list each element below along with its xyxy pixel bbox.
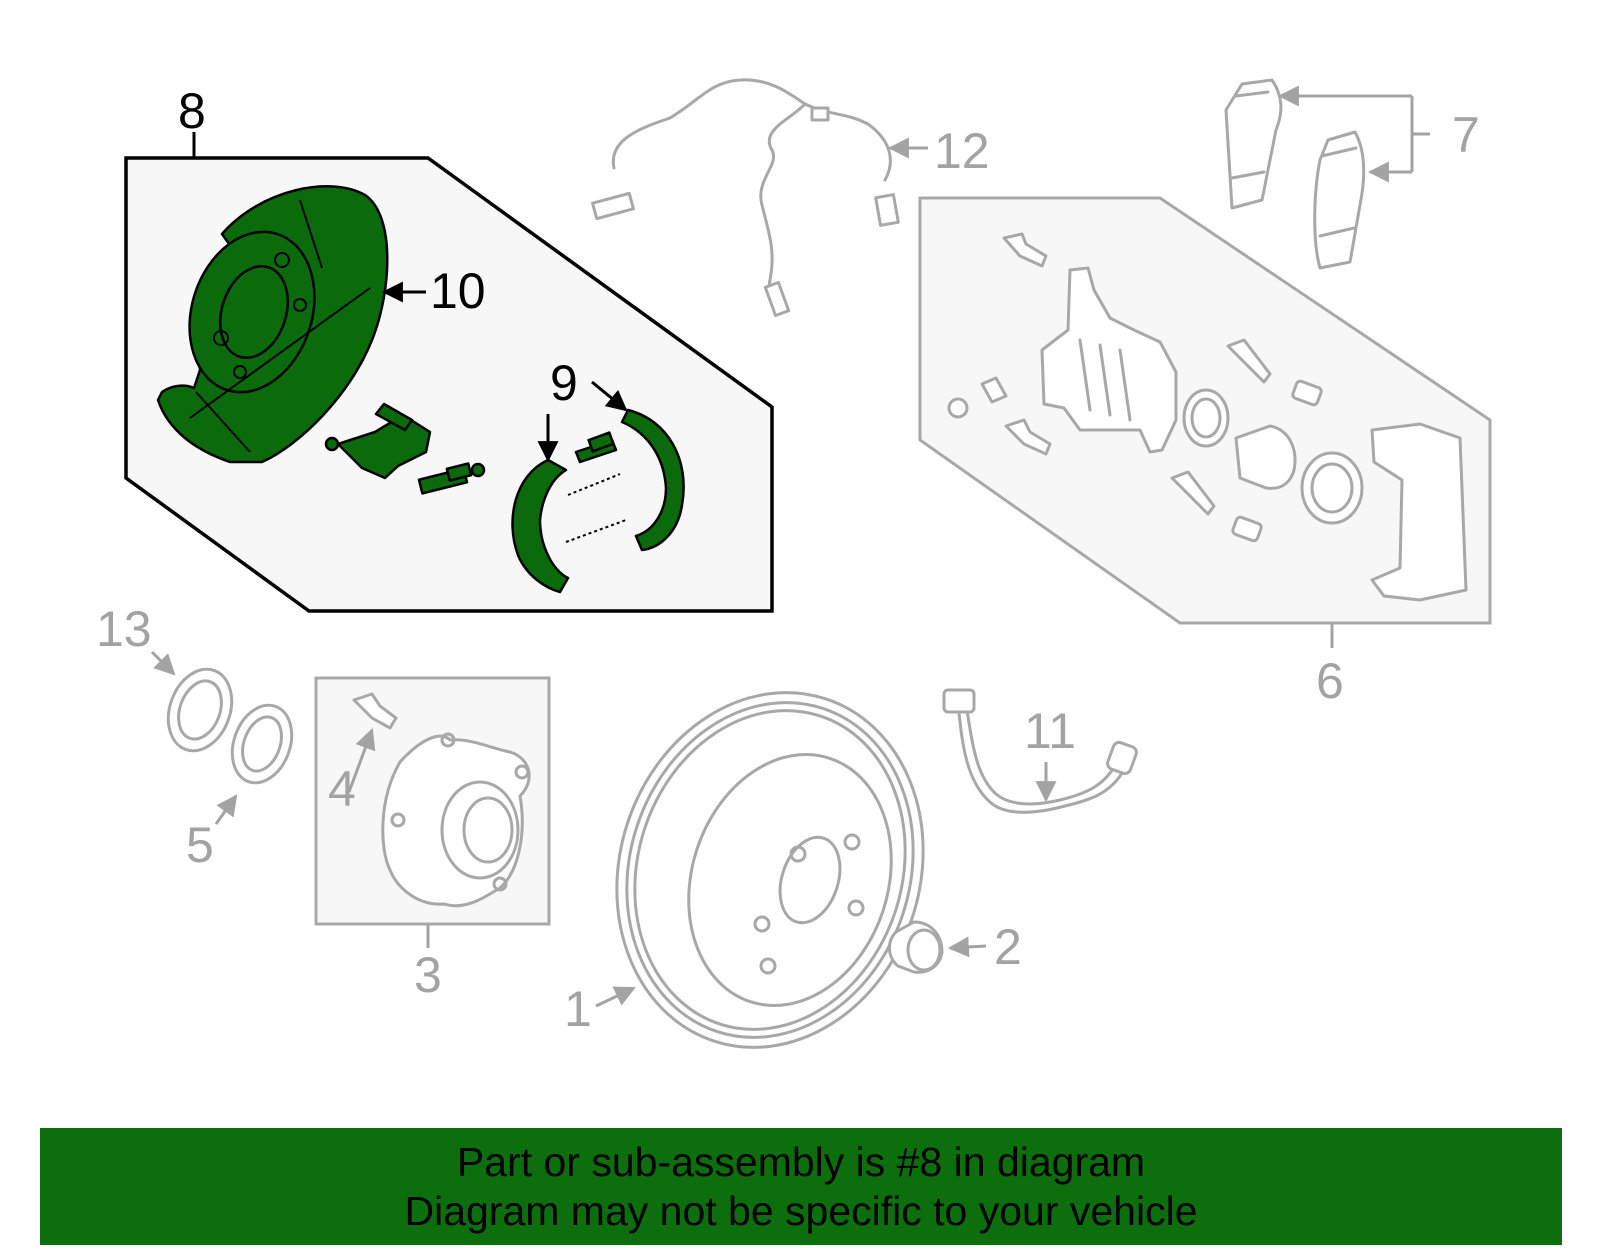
plug-part[interactable] [888,920,944,974]
callout-13-arrow [150,650,176,676]
callout-4[interactable]: 4 [328,761,356,817]
callout-6[interactable]: 6 [1316,653,1344,709]
brake-pads-part[interactable] [1224,78,1430,270]
assembly-3-group[interactable] [314,676,551,926]
backing-plate-part[interactable] [156,185,389,464]
callout-11[interactable]: 11 [1024,703,1076,759]
brake-rotor-part[interactable] [572,652,969,1087]
callout-13[interactable]: 13 [96,601,152,657]
callout-7[interactable]: 7 [1452,107,1480,163]
assembly-6-group[interactable] [918,196,1492,625]
callout-12[interactable]: 12 [934,123,990,179]
seal-5-part[interactable] [222,697,302,791]
banner-line-1: Part or sub-assembly is #8 in diagram [456,1138,1146,1185]
callout-1[interactable]: 1 [564,981,592,1037]
callout-5-arrow [214,794,238,825]
abs-sensor-wire-part[interactable] [591,78,900,317]
callout-10[interactable]: 10 [430,263,486,319]
callout-3[interactable]: 3 [414,947,442,1003]
callout-1-arrow [595,986,636,1008]
brake-hose-part[interactable] [942,688,1138,814]
callout-5[interactable]: 5 [186,817,214,873]
info-banner: Part or sub-assembly is #8 in diagram Di… [40,1128,1562,1245]
callout-9[interactable]: 9 [550,355,578,411]
callout-2-arrow [947,936,987,958]
callout-9-arrow-b [591,380,628,412]
banner-line-2: Diagram may not be specific to your vehi… [404,1187,1198,1234]
callout-8[interactable]: 8 [178,83,206,139]
assembly-8-group[interactable] [124,132,774,613]
brake-hardware-part[interactable] [324,402,486,495]
brake-shoes-part[interactable] [511,408,685,594]
callout-2[interactable]: 2 [994,919,1022,975]
callout-4-arrow [347,728,376,793]
seal-ring-13-part[interactable] [157,660,242,759]
